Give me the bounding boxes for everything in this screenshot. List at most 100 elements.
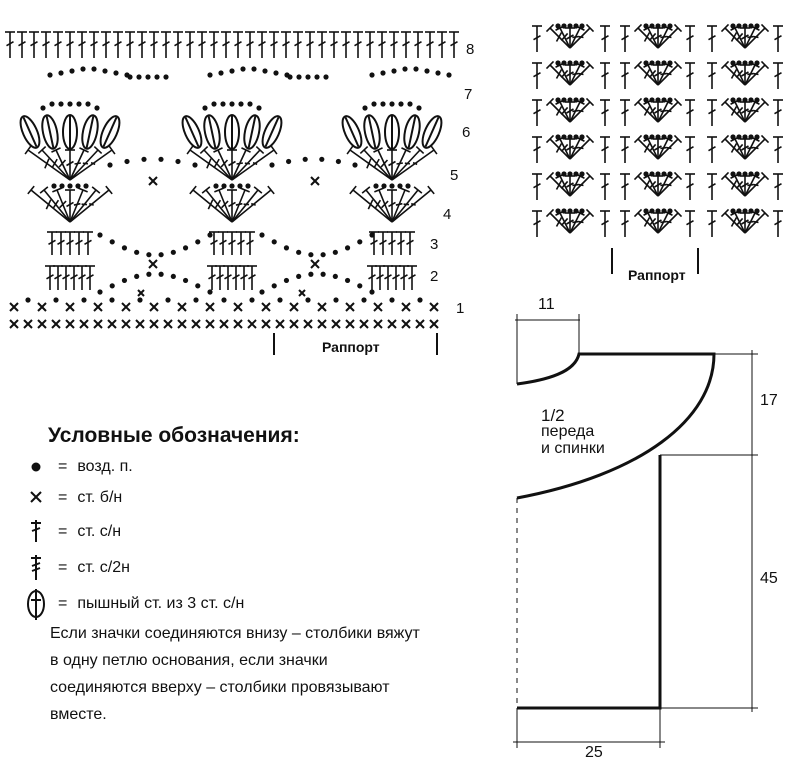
dc-bar xyxy=(370,239,378,246)
puff-symbol xyxy=(363,114,381,150)
chain-dot xyxy=(643,60,649,66)
chain-dot xyxy=(555,171,561,177)
dc-stem xyxy=(569,138,591,160)
dc-bar xyxy=(78,41,86,47)
dc-bar xyxy=(654,71,662,77)
chain-dot xyxy=(555,60,561,66)
chain-dot xyxy=(344,245,351,251)
puff-outline xyxy=(363,114,381,150)
dc-bar xyxy=(70,274,78,280)
chain-dot xyxy=(643,208,649,214)
dc-bar xyxy=(560,217,569,227)
dc-stem xyxy=(559,175,571,197)
dc-bar xyxy=(572,220,579,224)
dc-bar xyxy=(578,220,584,224)
dc-symbol xyxy=(17,31,27,58)
puff-outline xyxy=(403,114,421,150)
sc-stroke xyxy=(289,319,299,329)
dc-bar xyxy=(666,35,672,39)
chain-dot xyxy=(158,156,164,162)
dc-bar xyxy=(46,274,54,280)
dc-stem xyxy=(734,175,746,197)
dc-symbol xyxy=(707,99,717,126)
dc-top xyxy=(545,97,555,107)
chain-dot xyxy=(579,208,585,214)
dc-symbol xyxy=(773,99,783,126)
dc-symbol xyxy=(239,265,249,290)
dc-symbol xyxy=(643,25,659,49)
dc-symbol xyxy=(69,265,79,290)
dc-bar xyxy=(648,180,657,190)
dc-stem xyxy=(205,189,233,223)
sc-symbol xyxy=(219,319,229,329)
chain-dot xyxy=(754,134,760,140)
chain-dot xyxy=(369,232,375,238)
sc-stroke xyxy=(149,302,159,312)
dc-top xyxy=(633,134,643,144)
chain-dot xyxy=(94,105,100,111)
dc-bar xyxy=(221,200,229,209)
chain-dot xyxy=(136,74,142,80)
sc-stroke xyxy=(137,289,145,297)
dc-symbol xyxy=(730,25,746,49)
sc-stroke xyxy=(233,302,243,312)
dc-bar xyxy=(572,35,579,39)
dc-symbol xyxy=(185,31,195,58)
dc-bar xyxy=(220,159,229,168)
chain-dot xyxy=(193,297,199,303)
dc-symbol xyxy=(231,186,263,223)
chain-dot xyxy=(357,283,363,289)
dc-symbol xyxy=(231,265,241,290)
chain-dot xyxy=(655,23,661,29)
puff-outline xyxy=(224,114,240,150)
dc-bar xyxy=(560,69,569,79)
dc-symbol xyxy=(83,231,93,255)
chain-dot xyxy=(170,273,176,280)
chain-dot xyxy=(661,97,667,103)
dc-bar xyxy=(90,161,96,166)
dc-bar xyxy=(741,145,749,151)
dc-stem xyxy=(744,138,766,160)
sc-stroke xyxy=(121,319,131,329)
dc-bar xyxy=(114,41,122,47)
sc-symbol xyxy=(9,302,19,312)
dc-bar xyxy=(730,180,738,190)
dc-symbol xyxy=(657,208,683,234)
dc-bar xyxy=(753,220,759,224)
dc-bar xyxy=(666,183,672,187)
dc-symbol xyxy=(69,185,113,223)
chain-dot xyxy=(407,101,413,107)
puff-stem xyxy=(264,116,280,148)
dc-top xyxy=(255,146,265,154)
dc-symbol xyxy=(65,149,75,180)
sc-symbol xyxy=(317,319,327,329)
dc-bar xyxy=(601,72,609,78)
dc-symbol xyxy=(600,210,610,237)
chain-dot xyxy=(259,232,265,238)
dc-bar xyxy=(395,202,403,206)
chain-dot xyxy=(218,70,224,76)
dc-symbol xyxy=(569,97,595,123)
dc-bar xyxy=(410,202,416,206)
legend-equals: = xyxy=(58,523,68,540)
dc-bar xyxy=(555,32,563,42)
dc-symbol xyxy=(227,231,237,255)
dc-symbol xyxy=(281,31,291,58)
dc-symbol xyxy=(69,186,101,223)
dc-bar xyxy=(578,35,584,39)
legend-equals: = xyxy=(58,559,68,576)
dc-top xyxy=(633,171,643,181)
sc-stroke xyxy=(163,319,173,329)
dc-bar xyxy=(66,160,74,167)
legend-title: Условные обозначения: xyxy=(48,424,300,447)
dc-bar xyxy=(660,109,667,113)
puff-stem xyxy=(207,116,217,148)
dc-bar xyxy=(730,106,738,116)
dc-bar xyxy=(774,72,782,78)
dc-symbol xyxy=(413,31,423,58)
dc-symbol xyxy=(773,136,783,163)
chain-dot xyxy=(573,60,579,66)
dc-top xyxy=(213,147,223,153)
chain-dot xyxy=(667,23,673,29)
dc-symbol xyxy=(5,31,15,58)
